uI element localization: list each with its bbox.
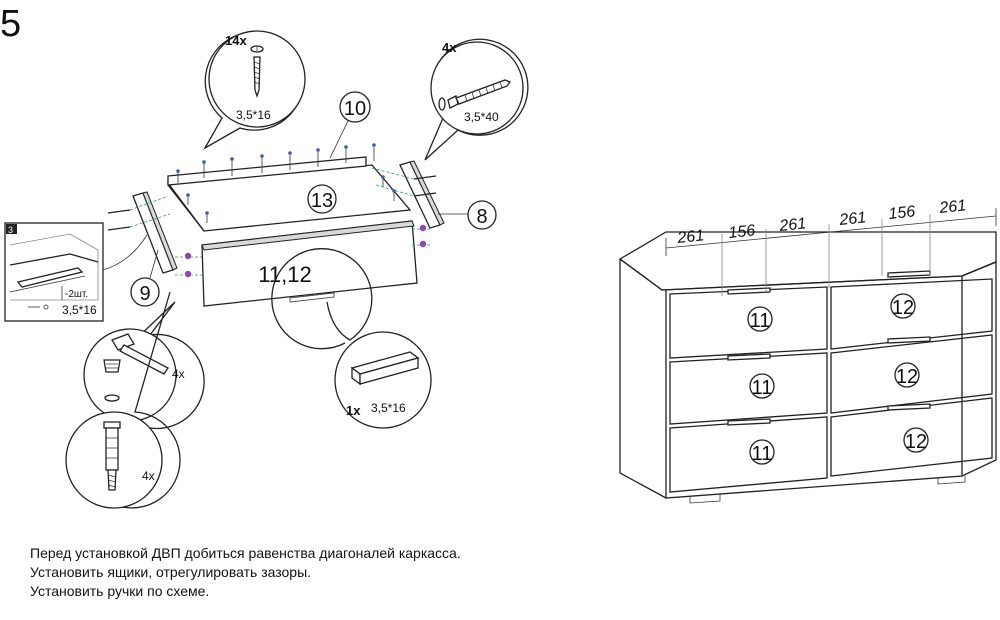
drawer-back-panel bbox=[167, 156, 367, 186]
drawer-front-left-2 bbox=[669, 352, 828, 425]
connector-bolt-icon bbox=[103, 421, 121, 491]
dresser-front-view: 261 156 261 261 156 261 11 11 11 12 12 1… bbox=[618, 197, 997, 504]
screw-markers-right bbox=[371, 167, 437, 197]
screw-count-top: 14x bbox=[225, 33, 247, 48]
drawer-label-right-1: 12 bbox=[892, 297, 914, 319]
hammer-count: 4x bbox=[172, 367, 185, 381]
drawer-side-left bbox=[132, 192, 174, 274]
part-label-9: 9 bbox=[139, 283, 150, 305]
screw-heads bbox=[176, 143, 396, 215]
cam-fittings bbox=[184, 224, 427, 278]
dowel-callout: 4x bbox=[65, 291, 181, 509]
screw-callout-right: 4x 3,5*40 bbox=[424, 38, 529, 161]
drawer-front-right-1 bbox=[830, 278, 993, 350]
drawer-label-left-2: 11 bbox=[752, 377, 773, 399]
part-label-circle-13 bbox=[307, 184, 337, 214]
instruction-line-3: Установить ручки по схеме. bbox=[30, 583, 210, 599]
drawer-front-right-2 bbox=[830, 334, 993, 414]
screw-markers-left bbox=[107, 195, 171, 231]
drawer-label-right-3: 12 bbox=[905, 431, 927, 453]
part-label-13: 13 bbox=[311, 190, 333, 212]
cam-dowel-icon bbox=[103, 359, 121, 402]
dowel-count: 4x bbox=[142, 469, 155, 483]
handle-callout: 1x 3,5*16 bbox=[271, 248, 432, 429]
assembly-instructions: Перед установкой ДВП добиться равенства … bbox=[30, 544, 630, 601]
cam-fitting-guides bbox=[175, 228, 432, 276]
screw-count-right: 4x bbox=[442, 40, 457, 55]
handle-count: 1x bbox=[346, 403, 361, 418]
callout-circle bbox=[430, 41, 524, 135]
drawer-front-left-1 bbox=[669, 286, 828, 359]
inset-step-ref: 3 bbox=[8, 225, 13, 235]
drawer-label-left-3: 11 bbox=[752, 443, 773, 465]
drawer-assembly: 10 13 8 9 11,12 bbox=[107, 91, 497, 307]
long-screw-icon bbox=[438, 79, 512, 111]
screw-icon bbox=[250, 45, 264, 99]
dimension-1: 261 bbox=[676, 227, 705, 247]
drawer-part-labels: 11 11 11 12 12 12 bbox=[747, 293, 929, 465]
screw-callout-top: 14x 3,5*16 bbox=[203, 30, 306, 150]
drawer-label-left-1: 11 bbox=[750, 310, 771, 332]
drawer-handles bbox=[727, 270, 931, 426]
dimension-lines bbox=[665, 208, 997, 296]
part-label-circle-10 bbox=[339, 91, 371, 123]
drawer-front-label: 11,12 bbox=[258, 262, 311, 287]
inset-note: -2шт. bbox=[65, 289, 88, 300]
screw-size-right: 3,5*40 bbox=[464, 110, 499, 124]
inset-detail: 3 -2шт. 3,5*16 bbox=[4, 222, 148, 322]
screw-markers-back bbox=[177, 146, 395, 223]
dimension-4: 261 bbox=[838, 209, 867, 229]
instruction-line-2: Установить ящики, отрегулировать зазоры. bbox=[30, 564, 312, 580]
dimension-2: 156 bbox=[728, 222, 756, 242]
part-label-10: 10 bbox=[344, 98, 366, 120]
part-label-circle-9 bbox=[130, 277, 160, 307]
drawer-front-left-3 bbox=[669, 416, 828, 493]
drawer-label-right-2: 12 bbox=[896, 366, 918, 388]
screw-size-top: 3,5*16 bbox=[236, 108, 271, 122]
handle-icon bbox=[350, 351, 420, 386]
dimension-3: 261 bbox=[778, 215, 807, 235]
dimension-6: 261 bbox=[938, 197, 967, 217]
hammer-icon bbox=[111, 333, 169, 375]
inset-screw-size: 3,5*16 bbox=[62, 303, 97, 317]
drawer-front-right-3 bbox=[830, 397, 993, 477]
part-label-circle-8 bbox=[467, 200, 497, 230]
step-number: 5 bbox=[0, 3, 22, 45]
instruction-line-1: Перед установкой ДВП добиться равенства … bbox=[30, 545, 461, 561]
dimension-5: 156 bbox=[888, 203, 916, 223]
handle-screw-size: 3,5*16 bbox=[371, 401, 406, 415]
part-label-8: 8 bbox=[476, 206, 487, 228]
